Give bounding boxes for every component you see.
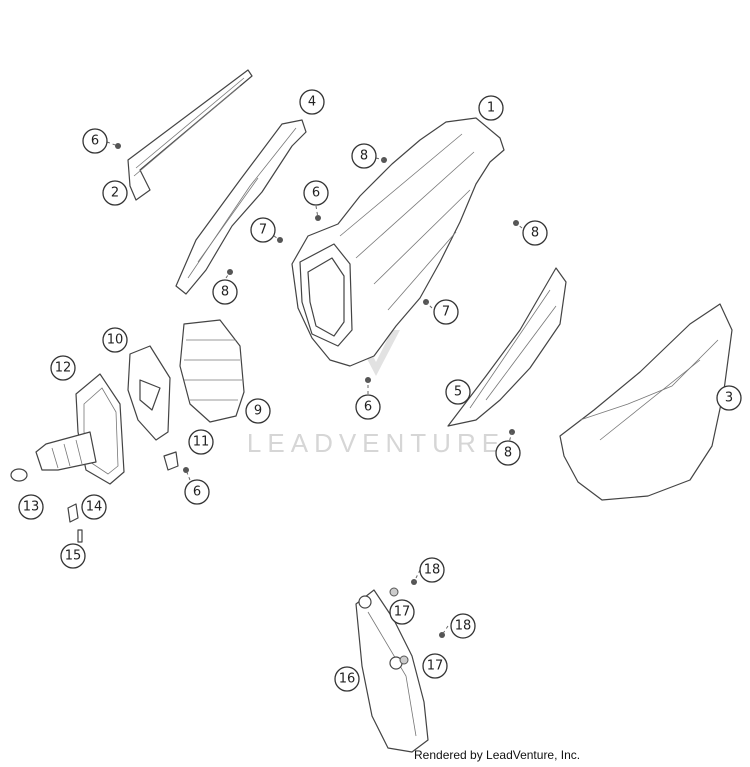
callout-6-a: 6 (82, 128, 108, 154)
callout-15: 15 (60, 543, 86, 569)
callout-label: 17 (427, 659, 444, 674)
callout-label: 8 (504, 446, 512, 461)
part-14-fitting (67, 503, 79, 523)
rendered-by-credit: Rendered by LeadVenture, Inc. (414, 748, 581, 762)
part-5-trim (447, 267, 567, 427)
part-2-trim (127, 69, 253, 201)
callout-3: 3 (716, 385, 742, 411)
callout-18-a: 18 (419, 557, 445, 583)
callout-6-b: 6 (303, 180, 329, 206)
callout-label: 9 (254, 404, 262, 419)
callout-6-d: 6 (184, 479, 210, 505)
part-11-clip (163, 451, 179, 471)
callout-label: 8 (360, 149, 368, 164)
callout-label: 5 (454, 385, 462, 400)
callout-17-a: 17 (389, 599, 415, 625)
callout-5: 5 (445, 379, 471, 405)
callout-label: 10 (107, 333, 124, 348)
callout-8-a: 8 (351, 143, 377, 169)
callout-label: 18 (424, 563, 441, 578)
callout-label: 12 (55, 361, 72, 376)
watermark-text: LEADVENTURE (247, 428, 505, 458)
part-10-filter-support (127, 345, 171, 441)
callout-7-a: 7 (250, 217, 276, 243)
callout-8-d: 8 (495, 440, 521, 466)
callout-label: 6 (91, 134, 99, 149)
callout-9: 9 (245, 398, 271, 424)
callout-label: 16 (339, 672, 356, 687)
callout-label: 6 (312, 186, 320, 201)
part-3-side-panel (559, 303, 733, 501)
callout-2: 2 (102, 180, 128, 206)
leader-lines (106, 141, 523, 636)
callout-label: 2 (111, 186, 119, 201)
callout-7-b: 7 (433, 299, 459, 325)
callout-label: 17 (394, 605, 411, 620)
part-13-clamp (10, 468, 28, 482)
part-1-airbox (291, 117, 505, 367)
part-9-filter-cage (179, 319, 245, 423)
part-16-guard (355, 589, 429, 753)
callout-label: 8 (221, 285, 229, 300)
callout-12: 12 (50, 355, 76, 381)
callout-label: 8 (531, 226, 539, 241)
part-15-screw (77, 529, 83, 543)
callout-label: 7 (259, 223, 267, 238)
callout-17-b: 17 (422, 653, 448, 679)
callout-label: 1 (487, 101, 495, 116)
callout-label: 15 (65, 549, 82, 564)
callout-label: 7 (442, 305, 450, 320)
callout-1: 1 (478, 95, 504, 121)
callout-label: 6 (193, 485, 201, 500)
callout-label: 11 (193, 435, 210, 450)
part-4-rail-cover (175, 119, 307, 295)
callout-label: 14 (86, 500, 103, 515)
callout-13: 13 (18, 494, 44, 520)
callout-label: 18 (455, 619, 472, 634)
callout-18-b: 18 (450, 613, 476, 639)
callout-label: 3 (725, 391, 733, 406)
callout-6-c: 6 (355, 394, 381, 420)
callout-10: 10 (102, 327, 128, 353)
callout-label: 6 (364, 400, 372, 415)
part-12-filter-housing (35, 373, 125, 485)
callout-label: 13 (23, 500, 40, 515)
callout-8-b: 8 (522, 220, 548, 246)
callout-11: 11 (188, 429, 214, 455)
callout-16: 16 (334, 666, 360, 692)
callout-4: 4 (299, 89, 325, 115)
callout-label: 4 (308, 95, 316, 110)
callout-8-c: 8 (212, 279, 238, 305)
callout-14: 14 (81, 494, 107, 520)
